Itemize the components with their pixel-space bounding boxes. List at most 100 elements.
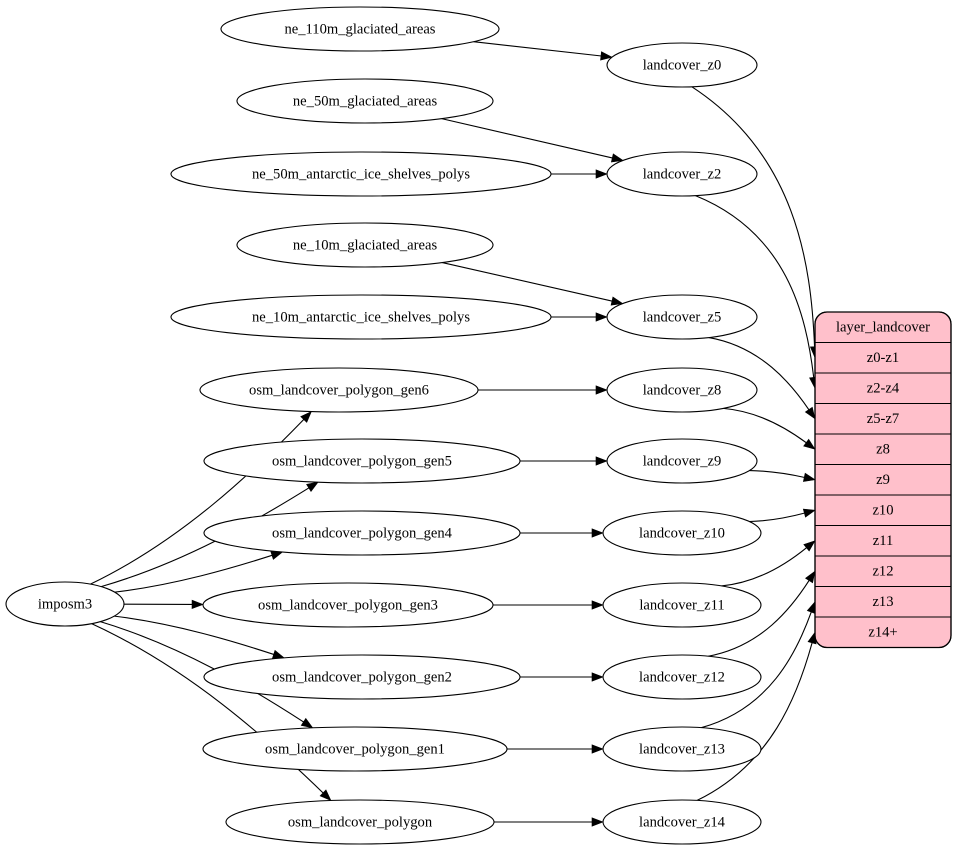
- table-row-z8: z8: [876, 442, 890, 458]
- node-label: ne_10m_glaciated_areas: [293, 237, 438, 253]
- table-title: layer_landcover: [836, 320, 930, 336]
- edge-arrowhead: [804, 406, 816, 420]
- edge-imposm3-to-osm_landcover_polygon_gen1: [100, 621, 305, 723]
- node-landcover_z0[interactable]: landcover_z0: [606, 42, 758, 88]
- node-osm_landcover_polygon_gen5[interactable]: osm_landcover_polygon_gen5: [203, 438, 521, 484]
- node-landcover_z8[interactable]: landcover_z8: [606, 367, 758, 413]
- edge-landcover_z9-to-z9: [749, 469, 805, 479]
- table-outline: [814, 311, 952, 649]
- node-label: osm_landcover_polygon: [288, 814, 433, 830]
- node-osm_landcover_polygon[interactable]: osm_landcover_polygon: [225, 799, 495, 845]
- node-landcover_z12[interactable]: landcover_z12: [602, 654, 762, 700]
- node-landcover_z11[interactable]: landcover_z11: [602, 582, 762, 628]
- edge-landcover_z0-to-z0-z1: [691, 86, 816, 348]
- edge-arrowhead: [591, 744, 604, 754]
- edge-arrowhead: [300, 717, 314, 729]
- node-label: ne_50m_glaciated_areas: [293, 93, 438, 109]
- edge-ne_50m_glaciated_areas-to-landcover_z2: [441, 118, 613, 159]
- edge-landcover_z14-to-z14+: [696, 642, 813, 801]
- edge-arrowhead: [610, 296, 624, 306]
- edge-ne_110m_glaciated_areas-to-landcover_z0: [473, 41, 602, 57]
- node-imposm3[interactable]: imposm3: [5, 581, 125, 627]
- edge-arrowhead: [802, 472, 816, 482]
- edge-landcover_z11-to-z11: [721, 546, 808, 587]
- node-label: landcover_z14: [639, 814, 726, 830]
- node-osm_landcover_polygon_gen2[interactable]: osm_landcover_polygon_gen2: [203, 654, 521, 700]
- table-row-z2-z4: z2-z4: [867, 381, 900, 397]
- node-landcover_z14[interactable]: landcover_z14: [602, 799, 762, 845]
- edge-imposm3-to-osm_landcover_polygon_gen6: [90, 418, 305, 585]
- node-label: landcover_z10: [639, 525, 725, 541]
- table-row-z12: z12: [872, 564, 893, 580]
- edge-imposm3-to-osm_landcover_polygon_gen2: [114, 615, 275, 656]
- edge-arrowhead: [610, 153, 624, 163]
- node-landcover_z5[interactable]: landcover_z5: [606, 294, 758, 340]
- node-ne_50m_glaciated_areas[interactable]: ne_50m_glaciated_areas: [236, 78, 494, 124]
- node-osm_landcover_polygon_gen1[interactable]: osm_landcover_polygon_gen1: [202, 726, 508, 772]
- edge-layer: [90, 41, 820, 827]
- node-ne_110m_glaciated_areas[interactable]: ne_110m_glaciated_areas: [220, 6, 500, 52]
- node-label: imposm3: [38, 596, 92, 612]
- edge-imposm3-to-osm_landcover_polygon_gen4: [114, 554, 273, 593]
- edge-arrowhead: [591, 672, 604, 682]
- table-row-z14+: z14+: [868, 625, 897, 641]
- node-landcover_z13[interactable]: landcover_z13: [602, 726, 762, 772]
- edge-arrowhead: [803, 540, 816, 552]
- edge-landcover_z13-to-z13: [701, 611, 812, 729]
- table-row-z9: z9: [876, 472, 890, 488]
- node-label: landcover_z0: [643, 57, 722, 73]
- node-label: ne_110m_glaciated_areas: [284, 21, 435, 37]
- edge-arrowhead: [591, 600, 604, 610]
- edge-arrowhead: [806, 600, 816, 614]
- node-label: landcover_z13: [639, 741, 725, 757]
- edge-arrowhead: [595, 312, 608, 322]
- node-ne_50m_antarctic_ice_shelves_polys[interactable]: ne_50m_antarctic_ice_shelves_polys: [170, 151, 552, 197]
- node-ne_10m_antarctic_ice_shelves_polys[interactable]: ne_10m_antarctic_ice_shelves_polys: [170, 294, 552, 340]
- edge-arrowhead: [270, 551, 284, 560]
- edge-arrowhead: [591, 528, 604, 538]
- node-label: landcover_z5: [643, 309, 722, 325]
- table-row-z13: z13: [872, 594, 893, 610]
- table-row-z11: z11: [873, 533, 894, 549]
- edge-arrowhead: [191, 599, 204, 610]
- edge-landcover_z2-to-z2-z4: [695, 195, 815, 378]
- edge-arrowhead: [595, 169, 608, 179]
- edge-arrowhead: [802, 508, 816, 518]
- edge-arrowhead: [805, 570, 816, 584]
- node-layer: ne_110m_glaciated_areas ne_50m_glaciated_…: [5, 6, 762, 845]
- edge-arrowhead: [591, 817, 604, 827]
- node-label: osm_landcover_polygon_gen3: [258, 597, 438, 613]
- node-osm_landcover_polygon_gen3[interactable]: osm_landcover_polygon_gen3: [202, 582, 494, 628]
- node-landcover_z10[interactable]: landcover_z10: [602, 510, 762, 556]
- edge-landcover_z8-to-z8: [723, 407, 807, 444]
- node-label: osm_landcover_polygon_gen1: [265, 741, 445, 757]
- edge-landcover_z5-to-z5-z7: [708, 336, 810, 411]
- edge-landcover_z12-to-z12: [708, 579, 810, 657]
- node-label: osm_landcover_polygon_gen6: [249, 382, 429, 398]
- edge-arrowhead: [595, 385, 608, 395]
- edge-arrowhead: [306, 481, 319, 493]
- table-row-z0-z1: z0-z1: [867, 350, 899, 366]
- edge-arrowhead: [595, 456, 608, 466]
- node-label: ne_10m_antarctic_ice_shelves_polys: [252, 309, 470, 325]
- edge-ne_10m_glaciated_areas-to-landcover_z5: [442, 262, 613, 302]
- edge-landcover_z10-to-z10: [749, 512, 806, 523]
- layer-landcover-table: layer_landcoverz0-z1z2-z4z5-z7z8z9z10z11…: [814, 311, 952, 649]
- table-row-z5-z7: z5-z7: [867, 411, 899, 427]
- node-label: landcover_z9: [643, 453, 722, 469]
- node-landcover_z2[interactable]: landcover_z2: [606, 151, 758, 197]
- node-label: osm_landcover_polygon_gen4: [272, 525, 453, 541]
- node-label: landcover_z8: [643, 382, 722, 398]
- node-label: osm_landcover_polygon_gen2: [272, 669, 452, 685]
- node-ne_10m_glaciated_areas[interactable]: ne_10m_glaciated_areas: [236, 222, 494, 268]
- node-landcover_z9[interactable]: landcover_z9: [606, 438, 758, 484]
- node-osm_landcover_polygon_gen4[interactable]: osm_landcover_polygon_gen4: [203, 510, 521, 556]
- edge-imposm3-to-osm_landcover_polygon: [91, 623, 324, 794]
- edge-arrowhead: [300, 410, 312, 423]
- edge-arrowhead: [600, 51, 613, 61]
- node-osm_landcover_polygon_gen6[interactable]: osm_landcover_polygon_gen6: [199, 367, 479, 413]
- node-label: osm_landcover_polygon_gen5: [272, 453, 452, 469]
- edge-arrowhead: [271, 649, 285, 659]
- node-label: ne_50m_antarctic_ice_shelves_polys: [252, 166, 470, 182]
